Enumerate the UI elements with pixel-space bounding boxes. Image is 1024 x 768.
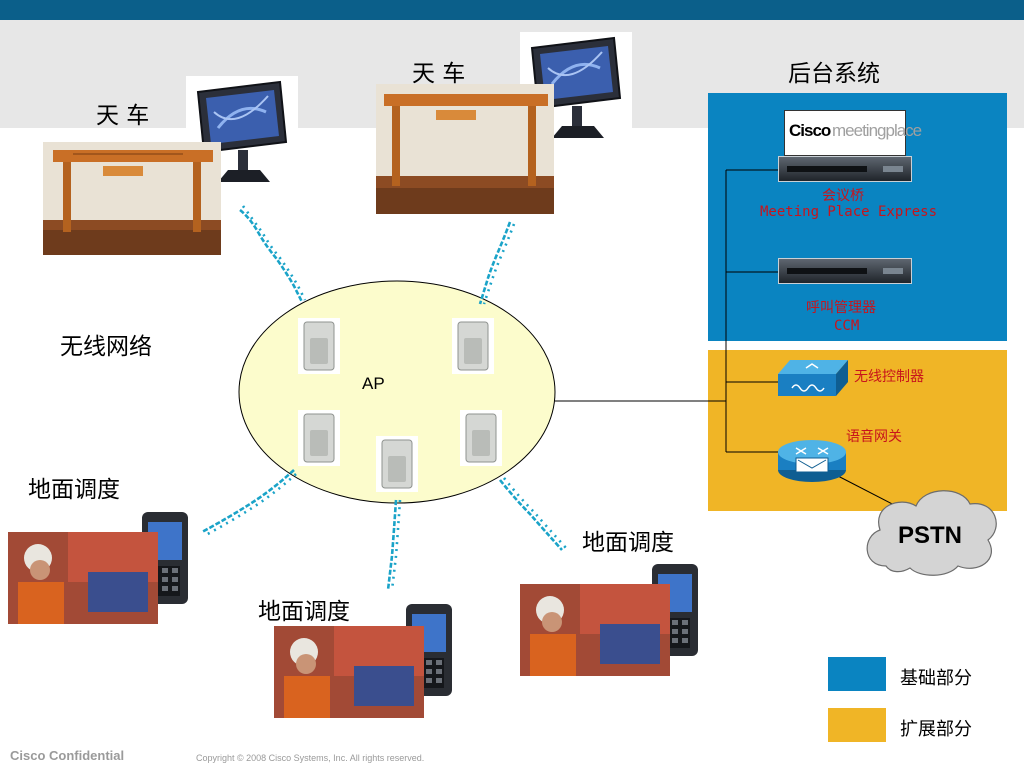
extended-section-panel: [708, 350, 1007, 511]
meeting-bridge-en-label: Meeting Place Express: [760, 204, 938, 220]
wireless-controller-label: 无线控制器: [854, 369, 924, 385]
worker-photo-bottom: [274, 626, 424, 718]
wireless-link-bottom-right: [498, 477, 567, 551]
voice-gateway-label: 语音网关: [846, 429, 902, 445]
logo-meeting-text: meetingplace: [832, 121, 922, 140]
crane-photo-mid: [376, 84, 554, 214]
access-point-icon: [460, 410, 502, 466]
crane-terminal-left: [186, 76, 298, 186]
voice-gateway-icon: [778, 440, 846, 482]
access-point-icon: [452, 318, 494, 374]
crane-photo-left: [43, 142, 221, 255]
worker-photo-left: [8, 532, 158, 624]
legend-swatch-extended: [828, 708, 886, 742]
wireless-link-top-left: [239, 205, 307, 303]
ap-label: AP: [362, 374, 385, 393]
ground-dispatch-label-left: 地面调度: [28, 477, 120, 503]
wireless-network-label: 无线网络: [60, 334, 152, 360]
footer-confidential: Cisco Confidential: [10, 748, 125, 763]
pstn-cloud-icon: [866, 490, 997, 576]
legend-label-basic: 基础部分: [900, 668, 972, 689]
meeting-bridge-cn-label: 会议桥: [822, 188, 864, 204]
access-point-icon: [298, 318, 340, 374]
crane-label-left: 天 车: [96, 103, 150, 129]
legend-label-extended: 扩展部分: [900, 719, 972, 740]
crane-label-mid: 天 车: [412, 61, 466, 87]
title-bar: [0, 0, 1024, 20]
ground-dispatch-label-right: 地面调度: [582, 530, 674, 556]
ground-dispatch-label-bottom: 地面调度: [258, 599, 350, 625]
worker-photo-right: [520, 584, 670, 676]
wireless-controller-icon: [778, 360, 848, 396]
wireless-link-top-right: [478, 221, 516, 305]
legend-swatch-basic: [828, 657, 886, 691]
access-point-icon: [376, 436, 418, 492]
wireless-link-bottom-mid: [386, 499, 402, 591]
access-point-icon: [298, 410, 340, 466]
call-manager-en-label: CCM: [834, 318, 860, 334]
pstn-label: PSTN: [898, 522, 963, 549]
meeting-place-logo: Cisco meetingplace: [784, 110, 922, 156]
meeting-bridge-server: [778, 156, 912, 182]
call-manager-server: [778, 258, 912, 284]
call-manager-cn-label: 呼叫管理器: [806, 300, 876, 316]
backend-label: 后台系统: [788, 61, 880, 87]
logo-cisco-text: Cisco: [789, 121, 831, 140]
wireless-link-bottom-left: [201, 469, 297, 538]
footer-copyright: Copyright © 2008 Cisco Systems, Inc. All…: [196, 753, 425, 763]
